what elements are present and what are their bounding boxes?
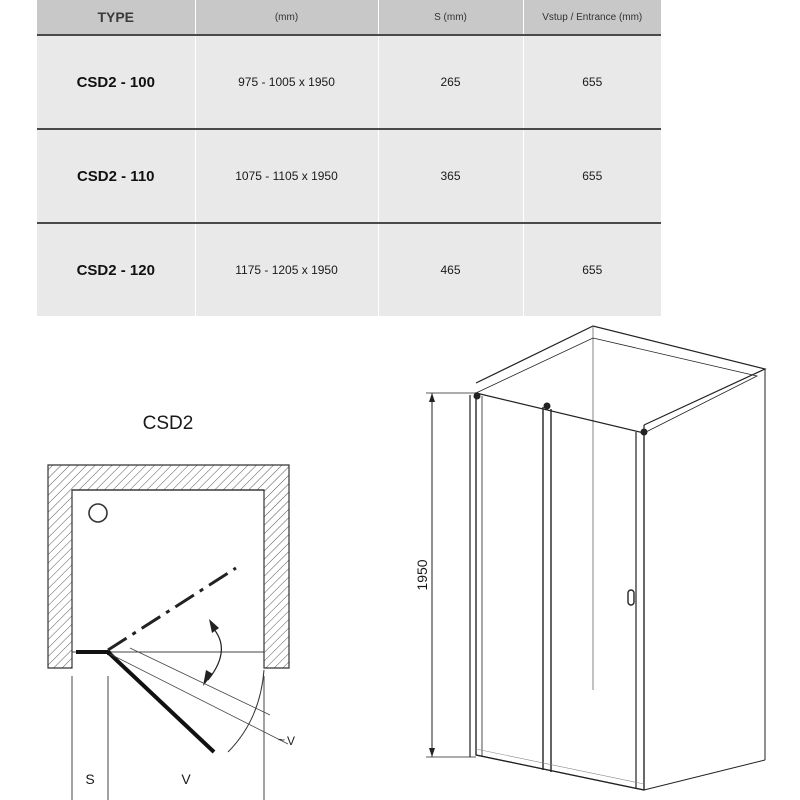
header-entrance: Vstup / Entrance (mm) [523,0,661,36]
label-v: V [181,771,191,787]
header-type: TYPE [37,0,196,36]
door-frame [542,407,552,772]
drain-icon [88,503,108,523]
cell-type: CSD2 - 110 [37,129,196,224]
cell-type: CSD2 - 100 [37,35,196,130]
header-row: TYPE (mm) S (mm) Vstup / Entrance (mm) [37,0,661,36]
height-label: 1950 [414,559,430,590]
label-s: S [85,771,94,787]
cell-s: 465 [378,223,524,316]
cell-s: 365 [378,129,524,224]
elevation-view [426,325,767,791]
label-v-small: V [287,734,295,748]
door-open-position [107,566,237,652]
cell-entrance: 655 [523,129,661,224]
cell-dims: 1075 - 1105 x 1950 [195,129,379,224]
plan-view: CSD2 S V ~ V [47,413,295,800]
door-handle [627,589,635,606]
cell-dims: 975 - 1005 x 1950 [195,35,379,130]
label-v-angle: ~ [278,733,285,747]
table-row: CSD2 - 120 1175 - 1205 x 1950 465 655 [37,223,661,316]
cell-type: CSD2 - 120 [37,223,196,316]
cell-entrance: 655 [523,223,661,316]
table-row: CSD2 - 100 975 - 1005 x 1950 265 655 [37,35,661,130]
cell-dims: 1175 - 1205 x 1950 [195,223,379,316]
cell-entrance: 655 [523,35,661,130]
front-panel-frame [475,392,645,791]
header-dims: (mm) [195,0,379,36]
plan-walls [47,464,290,669]
table-row: CSD2 - 110 1075 - 1105 x 1950 365 655 [37,129,661,224]
spec-table: TYPE (mm) S (mm) Vstup / Entrance (mm) C… [37,0,661,316]
header-s: S (mm) [378,0,524,36]
cell-s: 265 [378,35,524,130]
plan-title: CSD2 [143,413,194,434]
door-panel [108,652,216,754]
